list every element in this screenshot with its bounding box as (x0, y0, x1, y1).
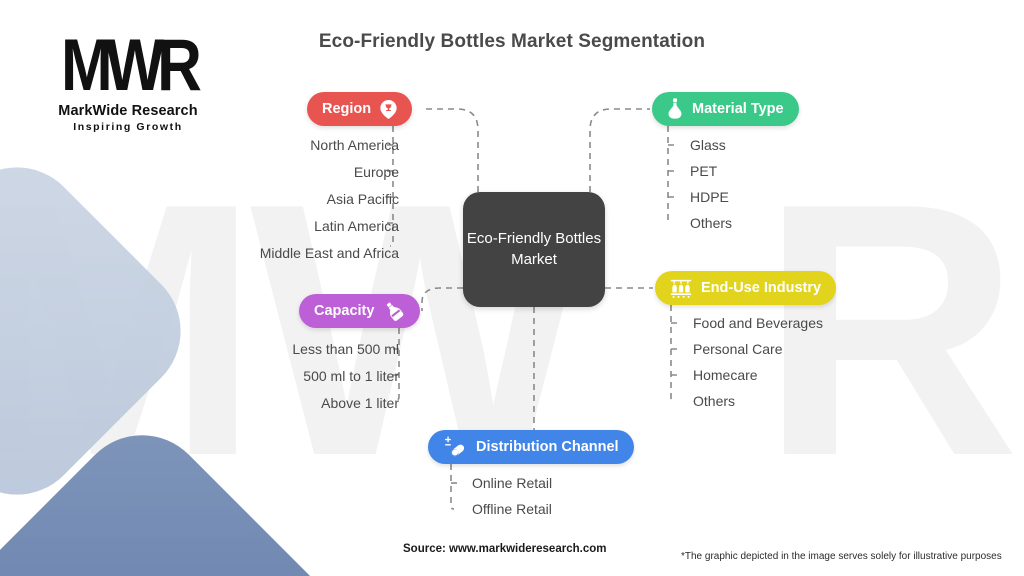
leaf-item: Glass (690, 138, 732, 152)
disclaimer-text: *The graphic depicted in the image serve… (681, 551, 1002, 562)
branch-label-distribution: Distribution Channel (476, 439, 619, 455)
branch-badge-distribution[interactable]: Distribution Channel (428, 430, 634, 464)
logo-monogram: MWR (61, 24, 202, 107)
logo-company-name: MarkWide Research (58, 102, 198, 119)
leaf-item: Food and Beverages (693, 316, 823, 330)
leaf-label: PET (690, 163, 718, 179)
leaf-label: Food and Beverages (693, 315, 823, 331)
connector-region-stubs (386, 144, 393, 224)
leaf-item: Asia Pacific (260, 192, 399, 206)
leaf-item: Online Retail (472, 476, 552, 490)
branch-badge-material[interactable]: Material Type (652, 92, 799, 126)
leaf-label: 500 ml to 1 liter (303, 368, 399, 384)
connector-enduse-spine (670, 305, 675, 402)
location-pin-icon (380, 99, 397, 119)
leaf-label: North America (310, 137, 399, 153)
leaf-item: 500 ml to 1 liter (292, 369, 399, 383)
connector-capacity-spine (395, 328, 400, 401)
leaf-list-distribution: Online Retail Offline Retail (472, 476, 552, 528)
leaf-label: Above 1 liter (321, 395, 399, 411)
leaf-label: Less than 500 ml (292, 341, 399, 357)
connector-material-spine (667, 126, 672, 224)
connector-center-to-material (589, 108, 650, 192)
leaf-list-capacity: Less than 500 ml 500 ml to 1 liter Above… (292, 342, 399, 423)
branch-label-region: Region (322, 101, 372, 117)
connector-enduse-stubs (671, 322, 678, 376)
leaf-label: HDPE (690, 189, 729, 205)
connector-material-stubs (668, 144, 675, 198)
connector-distribution-spine (450, 464, 455, 510)
leaf-label: Glass (690, 137, 726, 153)
leaf-label: Latin America (314, 218, 399, 234)
tilted-bottle-icon (387, 302, 404, 321)
capsule-plus-minus-icon (445, 436, 465, 457)
center-node: Eco-Friendly Bottles Market (463, 192, 605, 307)
leaf-item: Middle East and Africa (260, 246, 399, 260)
leaf-label: Middle East and Africa (259, 245, 399, 261)
factory-icon (670, 279, 692, 298)
brand-logo: MWR MarkWide Research Inspiring Growth (28, 24, 228, 133)
leaf-item: Personal Care (693, 342, 823, 356)
leaf-item: Offline Retail (472, 502, 552, 516)
leaf-item: North America (260, 138, 399, 152)
leaf-item: PET (690, 164, 732, 178)
branch-label-capacity: Capacity (314, 303, 375, 319)
page-title: Eco-Friendly Bottles Market Segmentation (318, 31, 706, 52)
connector-capacity-stubs (392, 348, 399, 376)
branch-label-material: Material Type (692, 101, 784, 117)
leaf-item: Others (690, 216, 732, 230)
leaf-label: Offline Retail (472, 501, 552, 517)
leaf-label: Europe (353, 164, 399, 180)
leaf-item: HDPE (690, 190, 732, 204)
leaf-list-region: North America Europe Asia Pacific Latin … (260, 138, 399, 273)
leaf-label: Others (690, 215, 733, 231)
connector-center-to-capacity (421, 287, 463, 311)
branch-badge-capacity[interactable]: Capacity (299, 294, 421, 328)
connector-region-spine (389, 126, 394, 247)
logo-tagline: Inspiring Growth (73, 120, 183, 133)
leaf-item: Latin America (260, 219, 399, 233)
branch-badge-enduse[interactable]: End-Use Industry (655, 271, 837, 305)
connector-center-to-region (426, 108, 479, 192)
leaf-item: Europe (260, 165, 399, 179)
leaf-item: Above 1 liter (292, 396, 399, 410)
leaf-label: Others (693, 393, 736, 409)
leaf-item: Homecare (693, 368, 823, 382)
leaf-item: Others (693, 394, 823, 408)
flask-bottle-icon (668, 98, 682, 119)
leaf-label: Homecare (693, 367, 758, 383)
leaf-item: Less than 500 ml (292, 342, 399, 356)
leaf-label: Online Retail (472, 475, 553, 491)
branch-label-enduse: End-Use Industry (701, 280, 822, 296)
leaf-list-enduse: Food and Beverages Personal Care Homecar… (693, 316, 823, 420)
source-text: Source: www.markwideresearch.com (403, 543, 607, 555)
leaf-list-material: Glass PET HDPE Others (690, 138, 732, 242)
leaf-label: Asia Pacific (326, 191, 399, 207)
branch-badge-region[interactable]: Region (307, 92, 413, 126)
leaf-label: Personal Care (693, 341, 783, 357)
center-node-label: Eco-Friendly Bottles Market (466, 229, 602, 268)
